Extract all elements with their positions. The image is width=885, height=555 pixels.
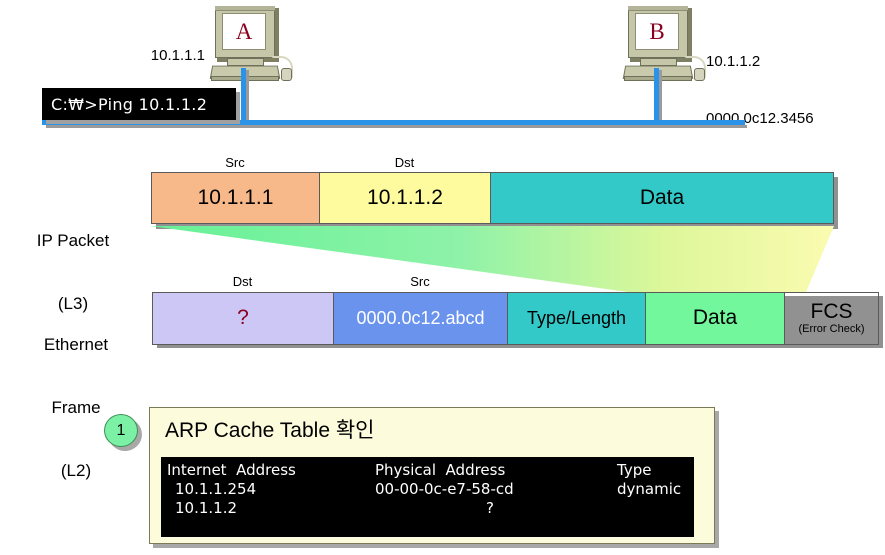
mouse-icon <box>281 68 292 81</box>
arp-table-header-row: Internet Address Physical Address Type <box>167 461 694 480</box>
ping-command-text: C:₩>Ping 10.1.1.2 <box>51 94 208 114</box>
drop-line-a-shadow <box>246 70 249 124</box>
drop-line-host-b <box>654 68 659 124</box>
host-b-letter: B <box>649 19 665 44</box>
ethernet-label-line3: (L2) <box>60 461 92 480</box>
eth-field-src-value: 0000.0c12.abcd <box>356 308 485 329</box>
ip-field-data[interactable]: Data <box>490 172 834 224</box>
host-a-labels: 10.1.1.1 0000.0c12.abcd <box>60 8 205 160</box>
eth-field-fcs[interactable]: FCS (Error Check) <box>784 292 879 345</box>
ping-command-console[interactable]: C:₩>Ping 10.1.1.2 <box>42 88 236 120</box>
eth-field-fcs-value: FCS <box>810 300 853 324</box>
eth-field-data[interactable]: Data <box>645 292 785 345</box>
ip-field-dst[interactable]: 10.1.1.2 <box>319 172 491 224</box>
arp-row-1-physical-address: ? <box>486 499 494 517</box>
arp-table-row: 10.1.1.2 ? <box>167 499 694 518</box>
eth-field-src[interactable]: 0000.0c12.abcd <box>333 292 508 345</box>
arp-row-0-physical-address: 00-00-0c-e7-58-cd <box>375 480 514 498</box>
eth-src-caption: Src <box>410 274 430 289</box>
eth-field-type-length-value: Type/Length <box>526 308 627 329</box>
host-a-ip: 10.1.1.1 <box>150 47 205 64</box>
arp-table-row: 10.1.1.254 00-00-0c-e7-58-cd dynamic <box>167 480 694 499</box>
ip-dst-caption: Dst <box>394 155 415 170</box>
step-badge-1: 1 <box>104 414 138 447</box>
ip-field-data-value: Data <box>639 185 685 209</box>
encapsulation-connector <box>151 226 834 292</box>
arp-header-type: Type <box>617 461 652 479</box>
eth-field-dst[interactable]: ? <box>152 292 334 345</box>
network-bus-line <box>42 120 745 125</box>
ethernet-frame-row-label: Ethernet Frame (L2) <box>6 292 146 523</box>
mouse-icon <box>694 68 705 81</box>
arp-header-physical-address: Physical Address <box>375 461 506 479</box>
eth-dst-caption: Dst <box>232 274 253 289</box>
monitor-neck <box>640 58 677 66</box>
arp-row-1-internet-address: 10.1.1.2 <box>175 499 238 517</box>
eth-field-dst-value: ? <box>237 306 249 330</box>
ip-packet-label-line1: IP Packet <box>36 231 110 250</box>
ethernet-label-line2: Frame <box>51 398 101 417</box>
ip-packet-row-label: IP Packet (L3) <box>8 188 138 356</box>
eth-field-type-length[interactable]: Type/Length <box>507 292 646 345</box>
arp-header-internet-address: Internet Address <box>167 461 296 479</box>
step-number: 1 <box>116 421 126 439</box>
drop-line-b-shadow <box>659 70 662 124</box>
ethernet-label-line1: Ethernet <box>43 335 109 354</box>
arp-row-0-internet-address: 10.1.1.254 <box>175 480 257 498</box>
monitor-top-bevel <box>215 6 275 11</box>
eth-field-data-value: Data <box>692 306 738 330</box>
eth-field-fcs-sub: (Error Check) <box>798 323 865 336</box>
arp-panel-title: ARP Cache Table 확인 <box>165 419 375 442</box>
arp-row-0-type: dynamic <box>617 480 682 498</box>
mouse-cord <box>684 56 706 78</box>
ip-field-src[interactable]: 10.1.1.1 <box>151 172 320 224</box>
host-a-computer[interactable]: A <box>209 6 295 84</box>
host-a-letter: A <box>235 19 253 44</box>
monitor-neck <box>227 58 264 66</box>
ip-field-src-value: 10.1.1.1 <box>197 185 274 209</box>
ip-src-caption: Src <box>225 155 245 170</box>
mouse-cord <box>271 56 293 78</box>
ip-packet-label-line2: (L3) <box>57 294 89 313</box>
monitor-top-bevel <box>628 6 688 11</box>
host-b-labels: 10.1.1.2 0000.0c12.3456 <box>706 14 885 166</box>
host-b-ip: 10.1.1.2 <box>706 53 761 70</box>
network-bus-shadow <box>46 125 747 128</box>
host-a-screen: A <box>222 13 266 50</box>
drop-line-host-a <box>241 68 246 124</box>
arp-cache-terminal[interactable]: Internet Address Physical Address Type 1… <box>161 457 694 537</box>
host-b-screen: B <box>635 13 679 50</box>
host-b-computer[interactable]: B <box>622 6 708 84</box>
ip-field-dst-value: 10.1.1.2 <box>367 185 443 209</box>
